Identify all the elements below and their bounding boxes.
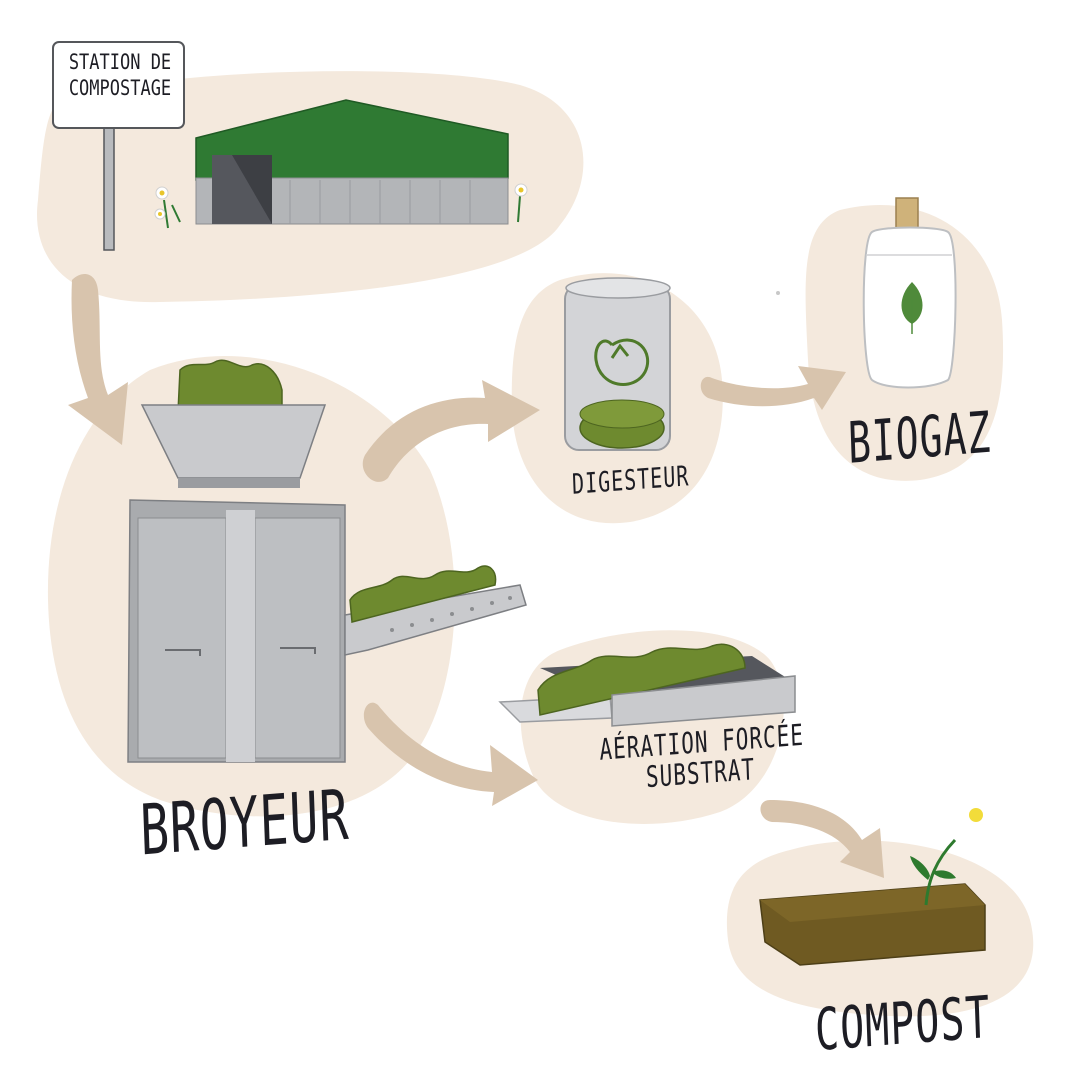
station-sign-line-1: STATION DE: [68, 50, 172, 75]
compost-label: COMPOST: [813, 984, 992, 1065]
daisy-flower-right-icon: [514, 183, 528, 223]
station-sign-label: STATION DE COMPOSTAGE: [58, 50, 182, 103]
sprout-icon: [910, 808, 983, 906]
arrow-aeration-to-compost: [760, 800, 884, 878]
leaf-icon: [901, 282, 923, 334]
biogaz-label: BIOGAZ: [846, 399, 993, 477]
arrow-broyeur-to-digesteur: [362, 380, 540, 482]
daisy-flower-left-icon: [154, 186, 181, 229]
station-signpost: [52, 41, 185, 251]
arrow-digesteur-to-biogaz: [700, 366, 846, 410]
station-sign-line-2: COMPOSTAGE: [68, 76, 172, 102]
aeration-tray: [498, 643, 796, 727]
compost-building: [195, 99, 509, 225]
digester-tank: [564, 277, 671, 451]
shredder-machine: [127, 359, 527, 763]
arrow-station-to-broyeur: [68, 274, 128, 445]
recycle-cycle-icon: [594, 338, 650, 386]
arrow-broyeur-to-aeration: [363, 702, 538, 806]
broyeur-label: BROYEUR: [138, 774, 351, 872]
small-dot: [776, 291, 780, 295]
